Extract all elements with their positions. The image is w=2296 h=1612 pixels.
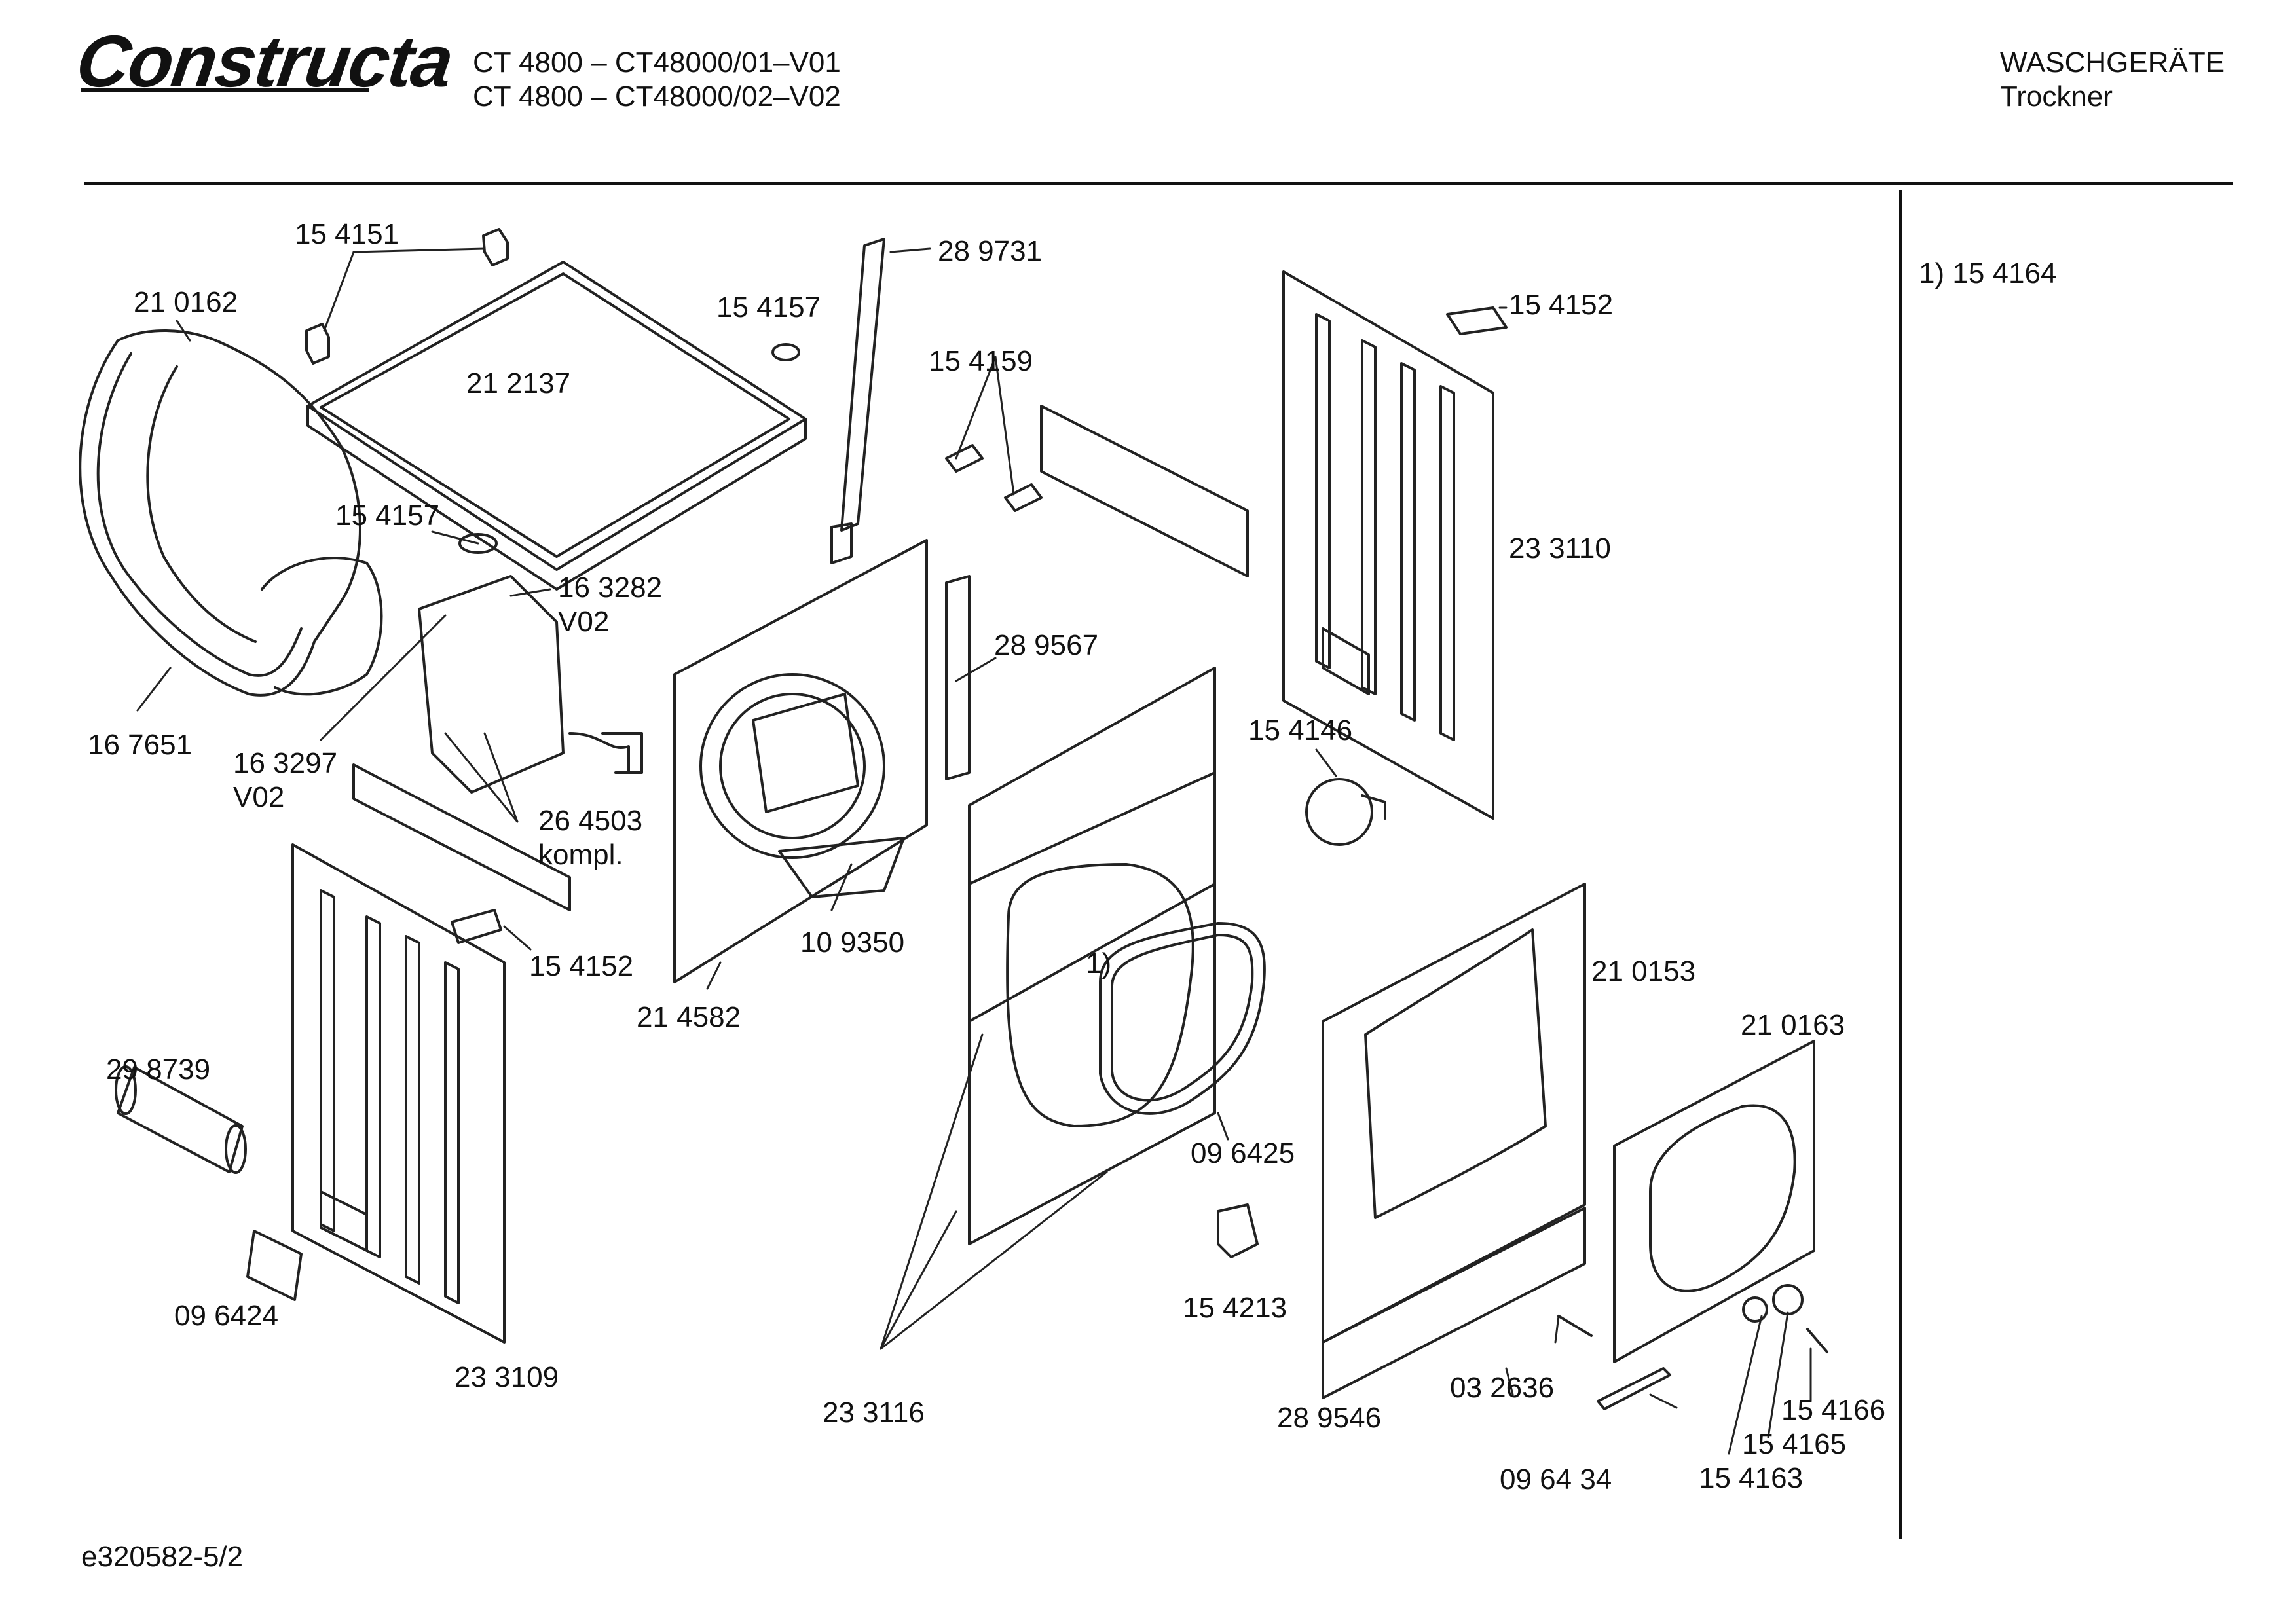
part-label: 21 0162: [134, 286, 238, 318]
category-title: WASCHGERÄTE: [2000, 46, 2225, 79]
part-label: 15 4157: [716, 291, 821, 323]
heater-assembly: [418, 575, 643, 794]
part-label: 15 4146: [1248, 714, 1352, 746]
spacer-block: [1446, 306, 1508, 335]
clip-parts: [305, 228, 509, 365]
part-label: 15 4152: [1509, 289, 1613, 321]
part-label: 28 9731: [938, 235, 1042, 267]
part-label: 03 2636: [1450, 1372, 1554, 1404]
hinge-pin: [1806, 1328, 1828, 1353]
door-switch: [1217, 1203, 1259, 1258]
subcategory-title: Trockner: [2000, 81, 2113, 113]
part-label: 28 9567: [994, 629, 1098, 661]
screw: [1557, 1315, 1593, 1337]
foot-parts: [945, 444, 1043, 512]
part-label: V02: [558, 606, 609, 638]
drum-rear-housing: [79, 329, 383, 697]
side-divider: [1899, 190, 1902, 1539]
part-label: 26 4503: [538, 805, 642, 837]
part-label: 10 9350: [800, 926, 904, 959]
part-label: 09 6424: [174, 1300, 278, 1332]
part-label: 15 4213: [1183, 1292, 1287, 1324]
part-label: 16 3282: [558, 572, 662, 604]
door-frame: [1613, 1040, 1815, 1363]
part-label: 15 4152: [529, 950, 633, 982]
part-label: 15 4163: [1699, 1462, 1803, 1494]
seal-strip: [1597, 1367, 1671, 1410]
part-label: 15 4165: [1742, 1428, 1846, 1460]
left-side-panel: [291, 843, 506, 1344]
side-note: 1) 15 4164: [1919, 257, 2057, 289]
front-frame: [968, 667, 1216, 1245]
top-cover: [306, 261, 807, 591]
front-panel: [1322, 883, 1586, 1344]
plug-small: [771, 343, 800, 361]
header-rule: [84, 182, 2233, 185]
hinge-knob: [1742, 1296, 1768, 1323]
part-label: 15 4157: [335, 500, 439, 532]
part-label: 21 2137: [466, 367, 570, 399]
leader-lines: [136, 247, 1812, 1455]
part-label: 16 3297: [233, 747, 337, 779]
footer-code: e320582-5/2: [81, 1541, 244, 1573]
part-label: 09 64 34: [1500, 1463, 1612, 1495]
model-line-1: CT 4800 – CT48000/01–V01: [473, 46, 841, 79]
vertical-rail: [830, 238, 885, 564]
part-label: 21 4582: [637, 1001, 741, 1033]
part-label: 29 8739: [106, 1053, 210, 1086]
part-label: 21 0163: [1741, 1009, 1845, 1041]
part-label: 1): [1086, 947, 1111, 980]
lower-bracket: [352, 763, 571, 911]
part-label: 15 4151: [295, 218, 399, 250]
plug-small-2: [458, 533, 498, 554]
part-label: 09 6425: [1191, 1137, 1295, 1169]
cover-ring: [1305, 778, 1386, 846]
upper-bracket: [1040, 405, 1249, 577]
part-label: V02: [233, 781, 284, 813]
exhaust-hose: [115, 1065, 247, 1174]
part-label: 15 4159: [929, 345, 1033, 377]
rear-right-panel: [1282, 270, 1494, 820]
part-label: 21 0153: [1591, 955, 1695, 987]
door-gasket: [1099, 922, 1266, 1115]
part-label: 23 3109: [454, 1361, 559, 1393]
part-label: kompl.: [538, 839, 623, 871]
logo-underline: [81, 88, 369, 92]
part-label: 28 9546: [1277, 1402, 1381, 1434]
vertical-bar: [945, 575, 971, 780]
part-label: 15 4166: [1781, 1394, 1885, 1426]
rear-inner-panel: [673, 539, 928, 983]
part-label: 23 3116: [823, 1397, 925, 1429]
hinge-disc: [1772, 1284, 1804, 1315]
filter-cover: [246, 1230, 303, 1301]
part-label: 16 7651: [88, 729, 192, 761]
model-line-2: CT 4800 – CT48000/02–V02: [473, 81, 841, 113]
part-label: 23 3110: [1509, 532, 1611, 564]
plinth-strip: [1322, 1207, 1586, 1399]
